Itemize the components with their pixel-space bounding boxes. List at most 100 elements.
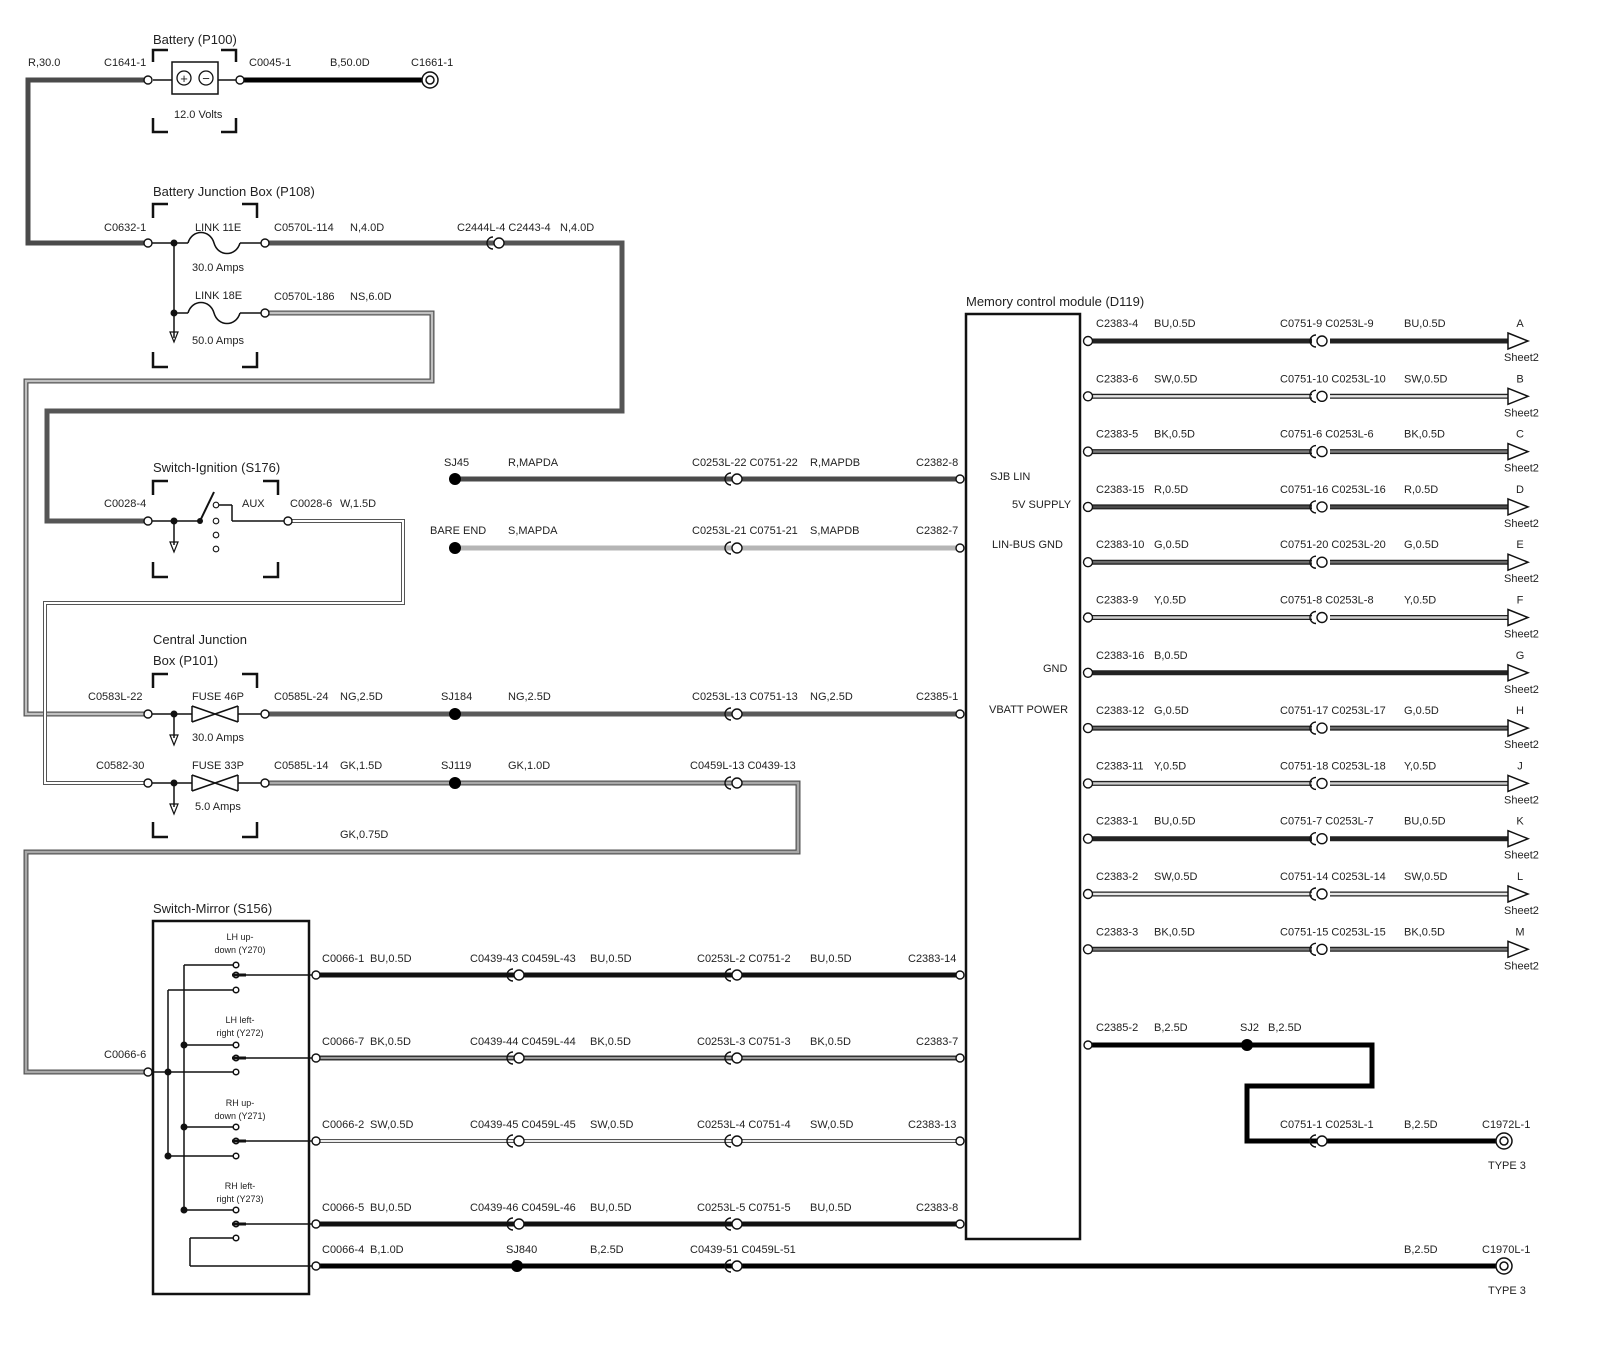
row-pin-label: C2383-11	[1096, 760, 1144, 772]
inline-connector-1-male	[724, 472, 732, 486]
lbl-ng25b: NG,2.5D	[508, 691, 551, 703]
cjb-bracket	[151, 672, 259, 839]
lbl-c0253-13: C0253L-13 C0751-13	[692, 691, 798, 703]
lbl-c0066-6: C0066-6	[104, 1049, 146, 1061]
inline-connector-2	[731, 542, 743, 554]
sw4-label-a: RH left-	[225, 1181, 256, 1191]
inline-connector-male	[1309, 887, 1317, 901]
pin-7	[143, 709, 153, 719]
link-18e-symbol	[187, 301, 241, 325]
row-connector-label: C0751-15 C0253L-15	[1280, 926, 1386, 938]
offsheet-arrow	[1507, 331, 1531, 351]
lbl-sj45: SJ45	[444, 457, 469, 469]
row-letter: A	[1516, 318, 1524, 330]
wire-n40	[44, 240, 625, 524]
row-sheet-label: Sheet2	[1504, 407, 1539, 419]
row-pin-label: C2383-16	[1096, 650, 1144, 662]
inline-connector-14	[1316, 1135, 1328, 1147]
lbl-m5g: C1970L-1	[1482, 1244, 1530, 1256]
inline-connector-10	[731, 1135, 743, 1147]
row-wire-label: Y,0.5D	[1154, 760, 1186, 772]
lbl-m4e: C0253L-5 C0751-5	[697, 1202, 791, 1214]
lbl-sj2: SJ2	[1240, 1022, 1259, 1034]
inline-connector-female	[1316, 556, 1328, 568]
inline-connector-9	[513, 1135, 525, 1147]
lbl-bare-end: BARE END	[430, 525, 486, 537]
lbl-gk10: GK,1.0D	[508, 760, 550, 772]
inline-connector-11-male	[506, 1217, 514, 1231]
row-pin-label: C2383-12	[1096, 705, 1144, 717]
row-wire-label: BU,0.5D	[1154, 816, 1196, 828]
row-pin-label: C2383-9	[1096, 595, 1138, 607]
lbl-c0585-24: C0585L-24	[274, 691, 328, 703]
fuse-46p-label: FUSE 46P	[192, 691, 244, 703]
inline-connector-female	[1316, 943, 1328, 955]
lbl-c0253-22: C0253L-22 C0751-22	[692, 457, 798, 469]
row-wire-label-2: Y,0.5D	[1404, 595, 1436, 607]
lbl-m1d: BU,0.5D	[590, 953, 632, 965]
row-connector-label: C0751-7 C0253L-7	[1280, 816, 1374, 828]
lbl-c0570-114: C0570L-114	[274, 222, 334, 234]
lbl-sj119: SJ119	[441, 760, 471, 772]
mcm-pin-lin-gnd: LIN-BUS GND	[992, 539, 1063, 551]
row-pin-label: C2383-15	[1096, 484, 1144, 496]
row-pin-label: C2383-1	[1096, 816, 1138, 828]
ignition-title: Switch-Ignition (S176)	[153, 460, 280, 475]
row-connector-label: C0751-8 C0253L-8	[1280, 595, 1374, 607]
row-sheet-label: Sheet2	[1504, 905, 1539, 917]
offsheet-arrow	[1507, 663, 1531, 682]
pin-19	[955, 709, 965, 719]
center-wiring	[265, 476, 960, 786]
row-wire-label-2: G,0.5D	[1404, 539, 1439, 551]
bjb-title: Battery Junction Box (P108)	[153, 184, 315, 199]
ignition-bracket	[151, 479, 280, 579]
ignition-switch: Switch-Ignition (S176) AUX	[151, 460, 285, 579]
pin-connector	[1082, 446, 1094, 457]
inline-connector-7-male	[506, 1051, 514, 1065]
wire-r30	[25, 77, 148, 246]
row-sheet-label: Sheet2	[1504, 684, 1539, 696]
lbl-b25-a: B,2.5D	[1154, 1022, 1188, 1034]
row-letter: E	[1516, 539, 1523, 551]
lbl-m2f: BK,0.5D	[810, 1036, 851, 1048]
pin-16	[311, 1261, 321, 1271]
inline-connector-9-male	[506, 1134, 514, 1148]
lbl-m5c: SJ840	[506, 1244, 537, 1256]
row-wire-label-2: G,0.5D	[1404, 705, 1439, 717]
lbl-c2385-2: C2385-2	[1096, 1022, 1138, 1034]
battery-minus-terminal	[198, 70, 214, 86]
wire-gk075	[23, 780, 801, 1075]
sw3-label-b: down (Y271)	[214, 1111, 265, 1121]
inline-connector-female	[1316, 888, 1328, 900]
lbl-m3a: C0066-2	[322, 1119, 364, 1131]
row-wire-label: G,0.5D	[1154, 705, 1189, 717]
row-pin-label: C2383-4	[1096, 318, 1138, 330]
row-wire-label: SW,0.5D	[1154, 373, 1197, 385]
row-wire-label-2: SW,0.5D	[1404, 871, 1447, 883]
row-wire-label: G,0.5D	[1154, 539, 1189, 551]
battery-voltage: 12.0 Volts	[174, 109, 223, 121]
row-sheet-label: Sheet2	[1504, 629, 1539, 641]
offsheet-arrow	[1507, 940, 1531, 959]
splices	[449, 473, 1253, 1272]
bjb-bracket	[151, 202, 259, 369]
battery-bracket	[151, 48, 238, 134]
row-pin-label: C2383-3	[1096, 926, 1138, 938]
link-18e-label: LINK 18E	[195, 290, 242, 302]
inline-connector-female	[1316, 501, 1328, 513]
inline-connector-6	[731, 969, 743, 981]
mcm-box	[964, 312, 1082, 1241]
row-connector-label: C0751-10 C0253L-10	[1280, 373, 1386, 385]
row-wire-label-2: BK,0.5D	[1404, 926, 1445, 938]
inline-connector-8-male	[724, 1051, 732, 1065]
row-letter: C	[1516, 429, 1524, 441]
mirror-switch-title: Switch-Mirror (S156)	[153, 901, 272, 916]
splice-sj119	[449, 777, 461, 789]
pin-connector	[1082, 612, 1094, 623]
